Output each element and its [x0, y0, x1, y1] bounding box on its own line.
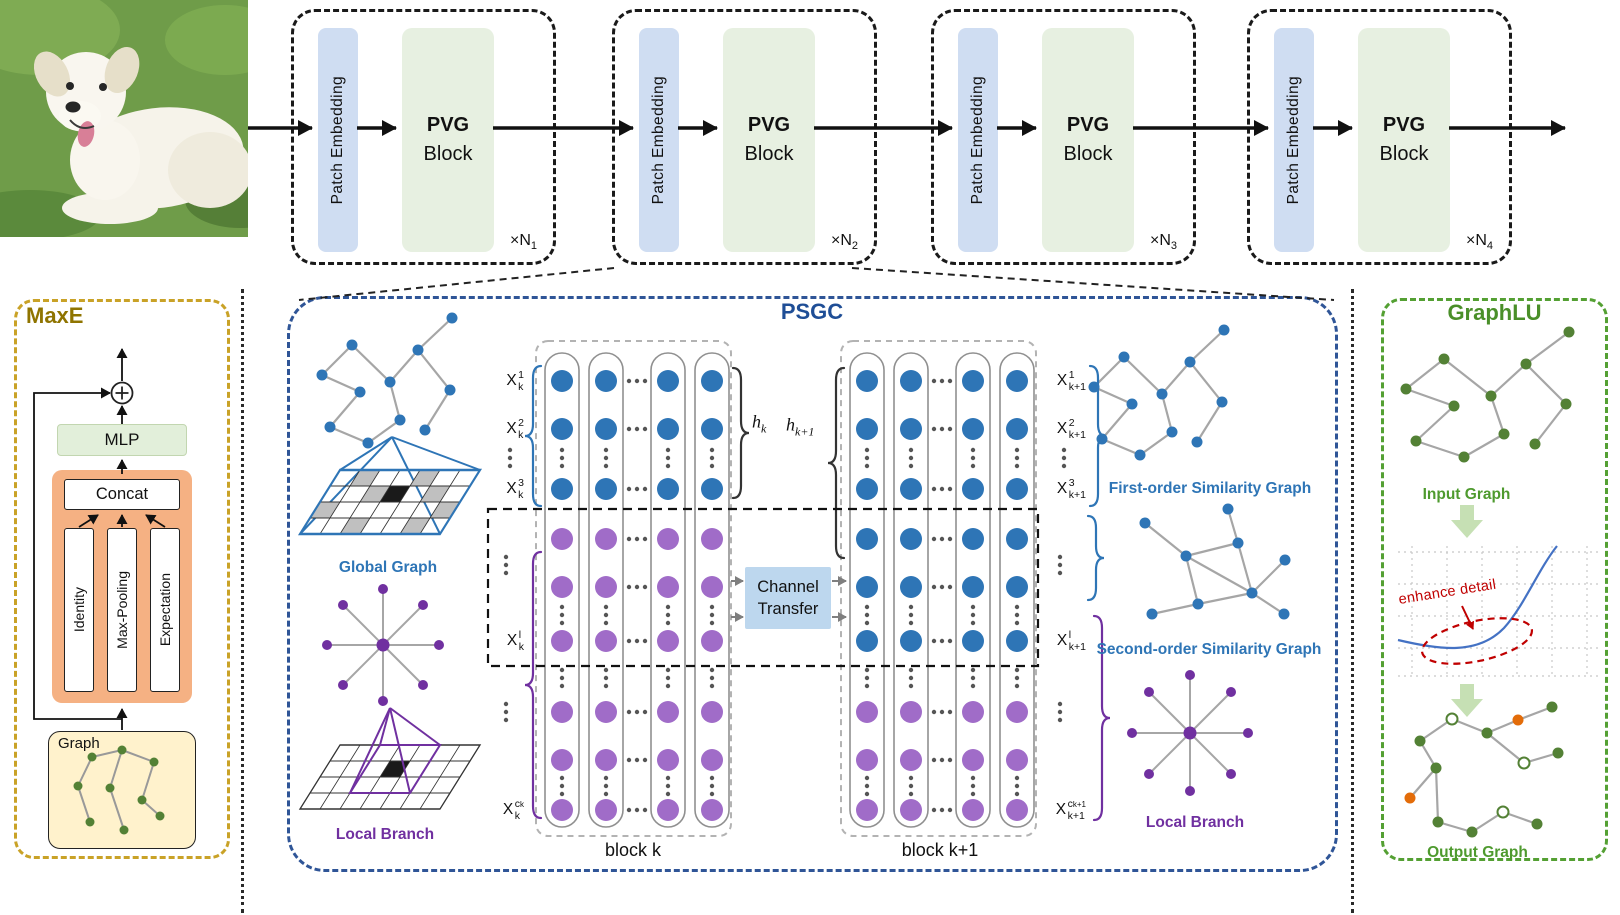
psgc-title: PSGC	[780, 299, 844, 324]
concat-box: Concat	[64, 479, 180, 510]
stage-multiplier: ×N2	[830, 231, 858, 252]
patch-embedding-box: Patch Embedding	[639, 28, 679, 252]
input-image-dog	[0, 0, 295, 240]
max-pooling-branch-box: Max-Pooling	[107, 528, 137, 692]
input-graph-label: Input Graph	[1422, 486, 1511, 503]
mlp-box: MLP	[57, 424, 187, 456]
psgc-panel	[287, 296, 1338, 872]
hk1-label: hk+1	[786, 414, 815, 439]
patch-embedding-box: Patch Embedding	[318, 28, 358, 252]
expectation-branch-box: Expectation	[150, 528, 180, 692]
hk-label: hk	[752, 411, 767, 436]
second-order-graph-label: Second-order Similarity Graph	[1096, 641, 1322, 658]
patch-embedding-label: Patch Embedding	[329, 75, 346, 205]
graph-box-label: Graph	[58, 735, 100, 752]
left-section-divider	[241, 289, 244, 913]
maxe-title: MaxE	[26, 303, 84, 328]
block-k-label: block k	[604, 840, 662, 860]
stage-multiplier: ×N3	[1149, 231, 1177, 252]
local-branch-right-label: Local Branch	[1145, 814, 1245, 831]
stage-multiplier: ×N1	[509, 231, 537, 252]
first-order-graph-label: First-order Similarity Graph	[1108, 480, 1312, 497]
stage-multiplier: ×N4	[1465, 231, 1493, 252]
patch-embedding-box: Patch Embedding	[1274, 28, 1314, 252]
maxe-panel	[14, 299, 230, 859]
patch-embedding-box: Patch Embedding	[958, 28, 998, 252]
local-branch-left-label: Local Branch	[335, 826, 435, 843]
graphlu-title: GraphLU	[1447, 300, 1542, 325]
block-k1-label: block k+1	[901, 840, 979, 860]
channel-transfer-box: Channel Transfer	[745, 567, 831, 629]
output-graph-label: Output Graph	[1427, 844, 1528, 861]
right-section-divider	[1351, 289, 1354, 913]
graphlu-panel	[1381, 298, 1608, 861]
global-graph-label: Global Graph	[338, 559, 438, 576]
identity-branch-box: Identity	[64, 528, 94, 692]
dog-photo-illustration	[0, 0, 295, 240]
